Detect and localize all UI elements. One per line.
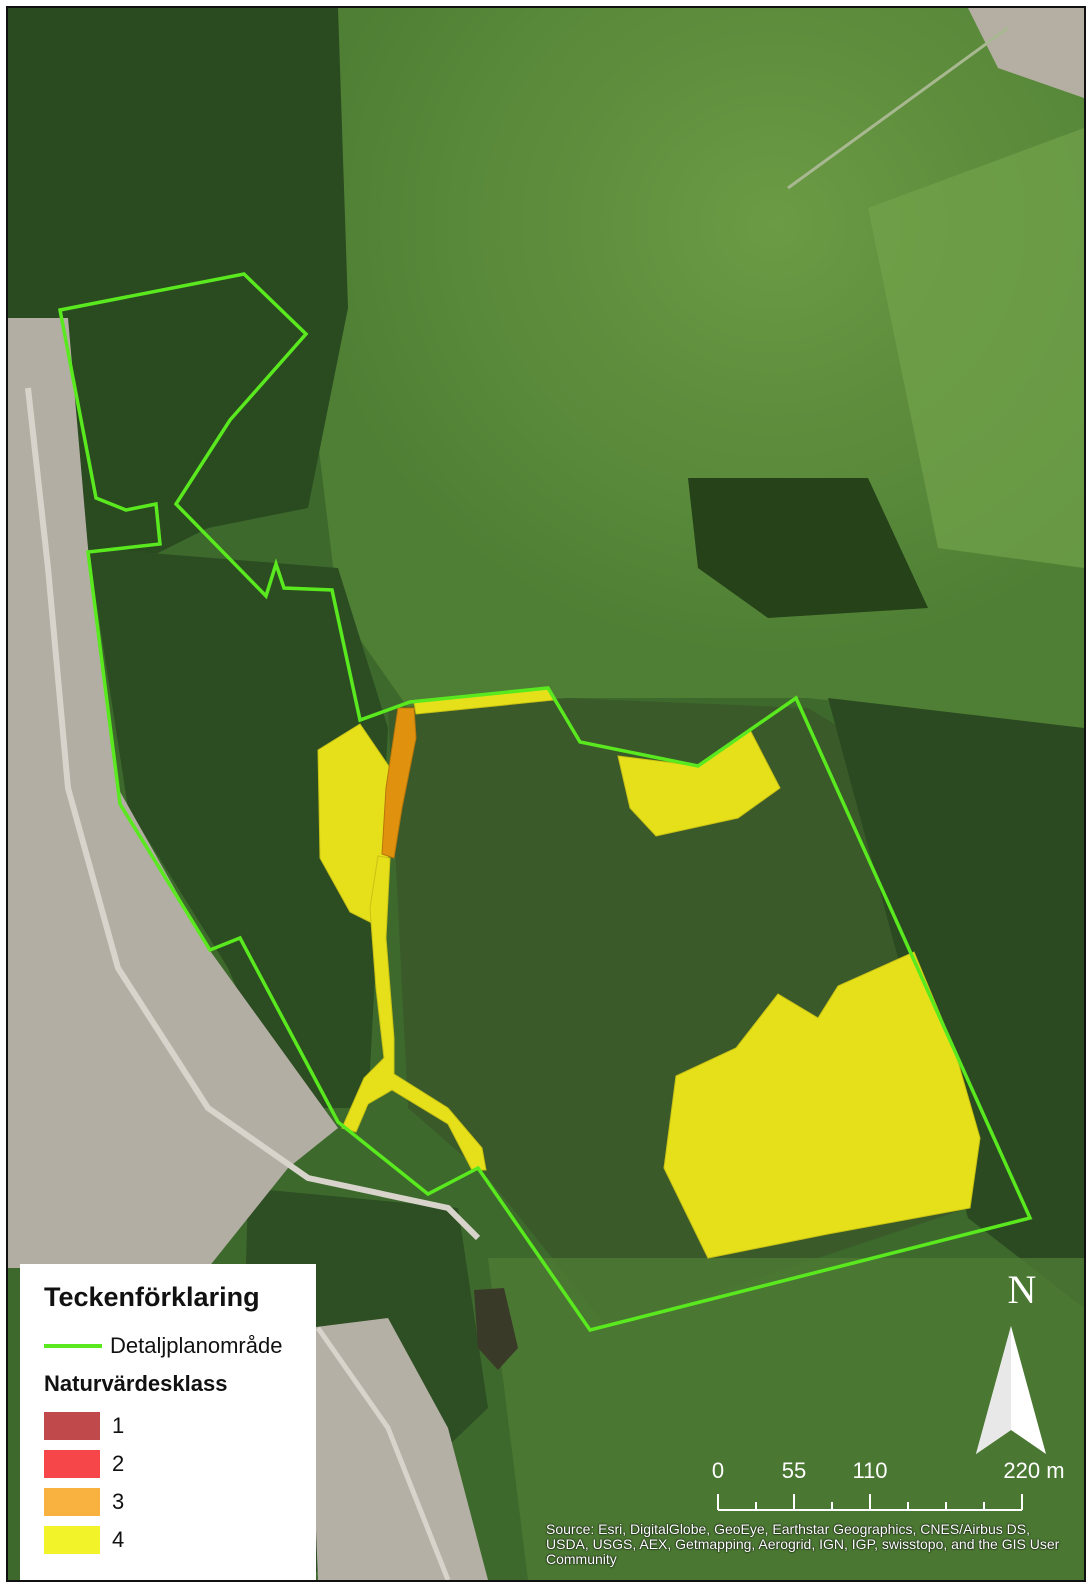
scale-label-0: 0 [711, 1458, 725, 1483]
map-attribution: Source: Esri, DigitalGlobe, GeoEye, Eart… [546, 1521, 1060, 1567]
road-south [315, 1326, 451, 1580]
class-3-area[interactable] [381, 707, 417, 859]
scale-label-220: 220 m [1003, 1458, 1065, 1483]
open-south [488, 1258, 1084, 1580]
pond [474, 1288, 518, 1370]
legend-title: Teckenförklaring [44, 1282, 260, 1312]
map-frame: Teckenförklaring Detaljplanområde Naturv… [6, 6, 1086, 1582]
scale-bar-ticks [717, 1494, 1023, 1511]
class-4-corridor[interactable] [341, 855, 487, 1171]
legend: Teckenförklaring Detaljplanområde Naturv… [20, 1264, 316, 1580]
forest-west [88, 548, 388, 1108]
urban-west [8, 318, 338, 1268]
class-2-swatch [44, 1450, 100, 1478]
classes-title: Naturvärdesklass [44, 1371, 228, 1396]
detaljplan-boundary[interactable] [57, 272, 1033, 1332]
class-4-areas [317, 687, 981, 1259]
scale-bar: 0 55 110 220 m [698, 1458, 1078, 1528]
boundary-line-symbol [44, 1344, 102, 1348]
track-north [787, 26, 1009, 190]
class-1-swatch [44, 1412, 100, 1440]
class-row-4: 4 [44, 1521, 316, 1559]
class-1-label: 1 [112, 1413, 125, 1438]
class-row-3: 3 [44, 1483, 316, 1521]
open-field-east [868, 128, 1084, 568]
forest-patch-east [688, 478, 928, 618]
class-row-1: 1 [44, 1407, 316, 1445]
urban-northeast [968, 8, 1084, 98]
boundary-label: Detaljplanområde [110, 1333, 283, 1358]
north-label: N [1007, 1267, 1037, 1312]
class-3-label: 3 [112, 1489, 125, 1514]
legend-boundary-row: Detaljplanområde [44, 1331, 316, 1361]
class-row-2: 2 [44, 1445, 316, 1483]
scale-label-110: 110 [852, 1458, 888, 1483]
class-3-swatch [44, 1488, 100, 1516]
aerial-map[interactable] [8, 8, 1084, 1580]
scale-label-55: 55 [781, 1458, 807, 1483]
class-4-swatch [44, 1526, 100, 1554]
class-4-label: 4 [112, 1527, 125, 1552]
road-west [25, 387, 481, 1241]
class-2-label: 2 [112, 1451, 125, 1476]
north-arrow-icon [976, 1326, 1046, 1454]
forest-east [828, 698, 1084, 1308]
